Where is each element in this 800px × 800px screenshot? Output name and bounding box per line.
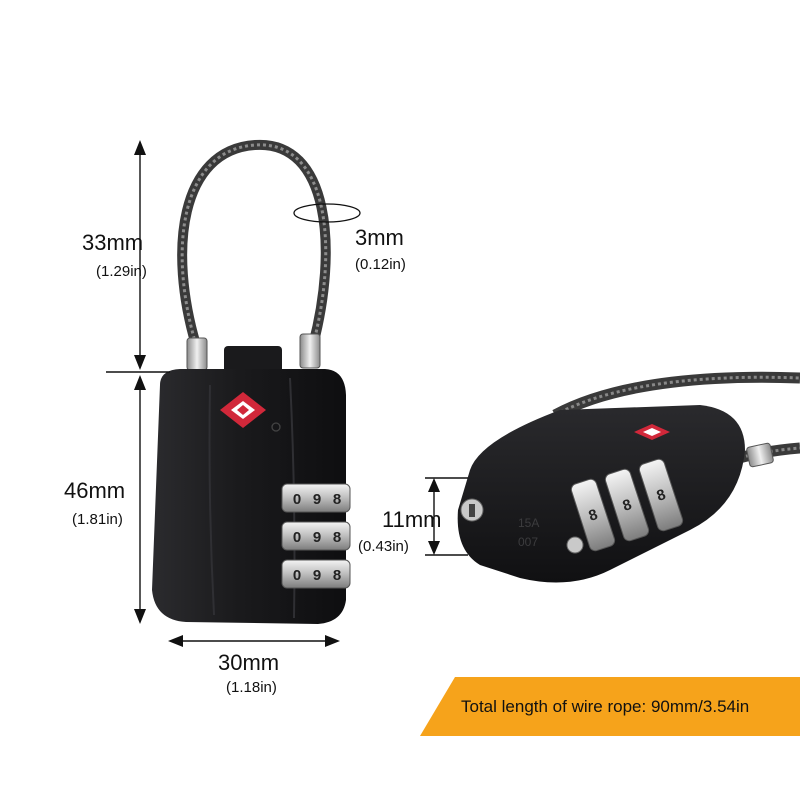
engraving-line-1: 15A [518, 516, 539, 530]
keyhole-icon [271, 422, 281, 432]
banner-background [420, 677, 800, 736]
cable-diameter-mm: 3mm [355, 225, 404, 250]
side-lock: 8 8 8 15A 007 [457, 371, 800, 583]
body-thickness-mm: 11mm [382, 507, 442, 532]
side-dials: 8 8 8 [570, 458, 684, 552]
body-width-mm: 30mm [218, 650, 279, 675]
body-width-in: (1.18in) [226, 679, 277, 696]
dial-row-3: 0 9 8 [281, 559, 351, 589]
shackle-height-mm: 33mm [82, 230, 143, 255]
dial-digit: 8 [333, 491, 341, 508]
dial-digit: 0 [293, 567, 301, 584]
side-lock-body [457, 405, 745, 583]
dial-row-2: 0 9 8 [281, 521, 351, 551]
tsa-diamond-icon [634, 424, 670, 440]
engraving-line-2: 007 [518, 535, 538, 549]
dial-row-1: 0 9 8 [281, 483, 351, 513]
front-lock: 0 9 8 0 9 8 0 9 8 [152, 139, 351, 624]
right-sleeve [299, 333, 321, 369]
front-dials: 0 9 8 0 9 8 0 9 8 [281, 483, 351, 589]
dial-digit: 9 [313, 529, 321, 546]
dimension-lines [106, 140, 468, 647]
banner-text: Total length of wire rope: 90mm/3.54in [461, 697, 749, 716]
dial-digit: 8 [333, 529, 341, 546]
dial-digit: 8 [333, 567, 341, 584]
body-thickness-in: (0.43in) [358, 538, 409, 555]
dial-digit: 0 [293, 529, 301, 546]
dimension-labels: 33mm (1.29in) 3mm (0.12in) 46mm (1.81in)… [64, 225, 442, 696]
dial-digit: 9 [313, 567, 321, 584]
body-height-in: (1.81in) [72, 511, 123, 528]
shackle-height-in: (1.29in) [96, 263, 147, 280]
release-button [224, 346, 282, 376]
wire-length-banner: Total length of wire rope: 90mm/3.54in [420, 677, 800, 736]
tsa-diamond-icon [220, 392, 266, 428]
dial-digit: 9 [313, 491, 321, 508]
cable-diameter-in: (0.12in) [355, 256, 406, 273]
cable-diameter-marker [293, 203, 361, 223]
left-sleeve [186, 337, 208, 371]
body-height-mm: 46mm [64, 478, 125, 503]
keyhole-icon [460, 498, 484, 522]
dial-digit: 0 [293, 491, 301, 508]
